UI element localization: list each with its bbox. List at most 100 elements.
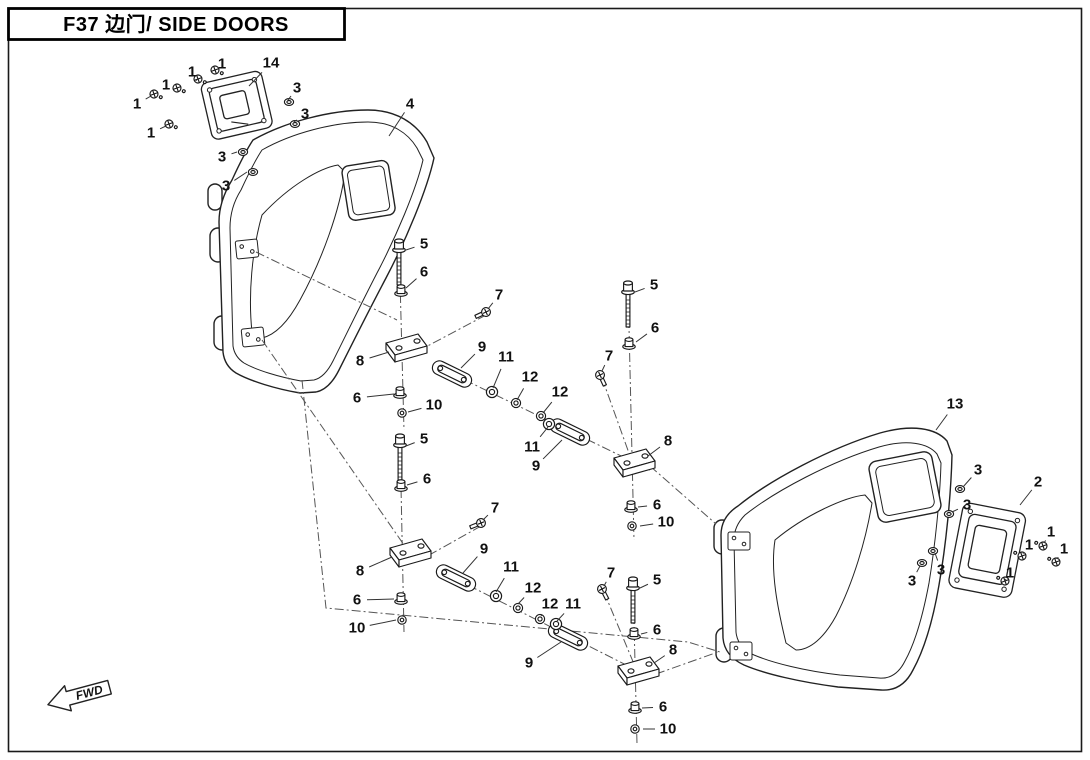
callout-label: 6 — [420, 264, 428, 281]
hinge-bracket-part — [385, 333, 428, 363]
callout-label: 8 — [669, 642, 677, 659]
hinge-strap-part — [429, 357, 475, 391]
callout-leader — [1019, 489, 1033, 506]
door-left-hinge-pad-bottom — [240, 326, 266, 348]
callout-label: 3 — [222, 178, 230, 195]
callout-leader — [492, 368, 502, 389]
callout-leader — [603, 581, 607, 587]
flange-nut-part — [393, 386, 407, 399]
latch-screw-part — [163, 118, 180, 132]
callout-leader — [641, 706, 654, 709]
callout-label: 1 — [1047, 524, 1055, 541]
callout-leader — [542, 439, 563, 460]
callout-leader — [405, 278, 417, 289]
callout-label: 1 — [133, 96, 141, 113]
latch-nut-part — [247, 168, 259, 176]
callout-label: 10 — [660, 721, 677, 738]
callout-leader — [516, 388, 525, 401]
callout-label: 1 — [188, 64, 196, 81]
latch-plate-right — [948, 502, 1027, 598]
hinge-screw-part — [595, 582, 612, 602]
callout-label: 5 — [420, 431, 428, 448]
washer-part — [489, 589, 503, 603]
washer-part — [397, 615, 407, 625]
callout-label: 6 — [653, 497, 661, 514]
door-right-handle-recess — [868, 451, 942, 523]
callout-leader — [935, 414, 948, 431]
callout-label: 11 — [503, 559, 519, 576]
door-left-hinge-pad-top — [234, 238, 260, 260]
callout-label: 7 — [607, 565, 615, 582]
callout-leader — [462, 556, 478, 574]
callout-leader — [406, 481, 418, 486]
washer-part — [627, 521, 637, 531]
title-block: F37 边门/ SIDE DOORS — [7, 7, 346, 41]
callout-leader — [234, 171, 248, 181]
hinge-bolt-part — [393, 433, 407, 481]
washer-part — [397, 408, 407, 418]
callout-leader — [366, 598, 395, 601]
callout-label: 3 — [301, 106, 309, 123]
callout-label: 8 — [664, 433, 672, 450]
callout-leader — [487, 302, 494, 310]
callout-leader — [145, 95, 152, 100]
latch-plate-left — [200, 70, 273, 140]
side-door-left — [207, 109, 435, 394]
fwd-label: FWD — [74, 682, 104, 703]
callout-label: 10 — [658, 514, 675, 531]
callout-label: 1 — [147, 125, 155, 142]
callout-leader — [640, 631, 648, 635]
washer-part — [542, 417, 556, 431]
callout-leader — [934, 552, 939, 561]
callout-leader — [639, 523, 654, 527]
callout-label: 3 — [908, 573, 916, 590]
callout-label: 6 — [651, 320, 659, 337]
callout-leader — [540, 614, 543, 617]
washer-part — [512, 602, 524, 614]
hinge-bracket-part — [613, 448, 656, 478]
callout-label: 1 — [1060, 541, 1068, 558]
callout-label: 6 — [423, 471, 431, 488]
callout-label: 8 — [356, 353, 364, 370]
callout-leader — [1056, 556, 1059, 560]
hinge-strap-part — [547, 415, 593, 449]
callout-label: 3 — [293, 80, 301, 97]
hinge-bolt-part — [621, 280, 635, 328]
callout-leader — [482, 514, 489, 521]
callout-label: 11 — [565, 596, 581, 613]
callout-label: 10 — [426, 397, 443, 414]
washer-part — [485, 385, 499, 399]
callout-leader — [653, 655, 666, 664]
flange-nut-part — [394, 284, 408, 297]
callout-leader — [369, 619, 397, 626]
callout-label: 3 — [974, 462, 982, 479]
latch-nut-part — [283, 98, 295, 106]
callout-label: 12 — [522, 369, 539, 386]
callout-label: 1 — [162, 77, 170, 94]
callout-label: 13 — [947, 396, 964, 413]
callout-leader — [556, 613, 565, 622]
callout-label: 2 — [1034, 474, 1042, 491]
callout-label: 1 — [1025, 537, 1033, 554]
callout-label: 5 — [420, 236, 428, 253]
callout-leader — [637, 505, 648, 508]
latch-nut-part — [916, 559, 928, 567]
washer-part — [549, 617, 563, 631]
callout-label: 6 — [659, 699, 667, 716]
callout-label: 14 — [263, 55, 280, 72]
callout-leader — [601, 364, 606, 372]
flange-nut-part — [627, 627, 641, 640]
hinge-bracket-part — [617, 656, 660, 686]
hinge-bracket-part — [389, 538, 432, 568]
callout-label: 9 — [525, 655, 533, 672]
callout-label: 7 — [605, 348, 613, 365]
flange-nut-part — [394, 592, 408, 605]
callout-label: 9 — [478, 339, 486, 356]
callout-label: 6 — [653, 622, 661, 639]
callout-leader — [368, 556, 393, 568]
callout-label: 1 — [218, 56, 226, 73]
callout-leader — [647, 446, 661, 457]
door-right-hinge-pad-bottom — [729, 641, 753, 661]
